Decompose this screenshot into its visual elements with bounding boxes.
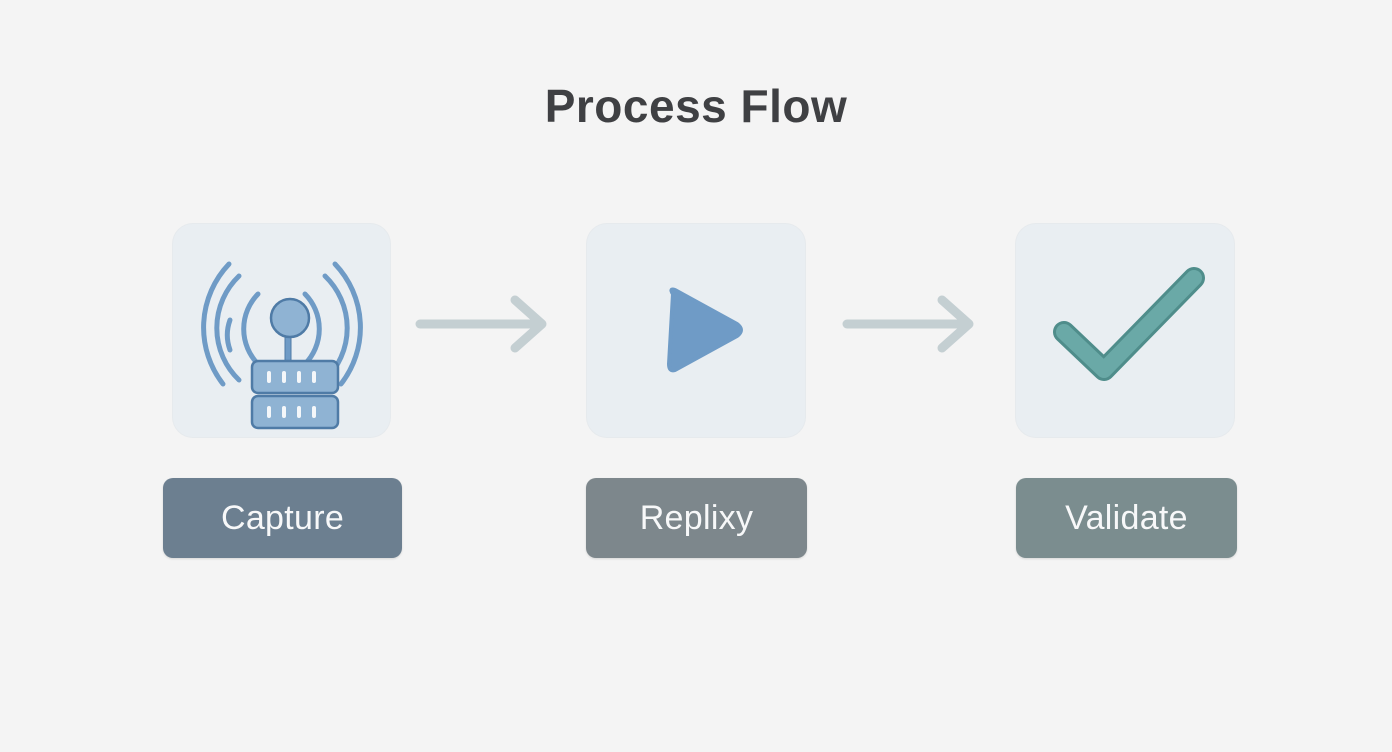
arrow-right-icon	[842, 295, 974, 353]
replay-label: Replіxy	[586, 478, 807, 558]
antenna-server-icon	[201, 261, 363, 430]
capture-label: Capture	[163, 478, 402, 558]
replay-step-tile	[587, 224, 805, 437]
arrow-right-icon	[415, 295, 547, 353]
validate-label: Validate	[1016, 478, 1237, 558]
checkmark-icon	[1053, 267, 1205, 381]
validate-step-tile	[1016, 224, 1234, 437]
page-title: Process Flow	[544, 80, 848, 132]
capture-step-tile	[173, 224, 390, 437]
play-icon	[667, 287, 743, 373]
